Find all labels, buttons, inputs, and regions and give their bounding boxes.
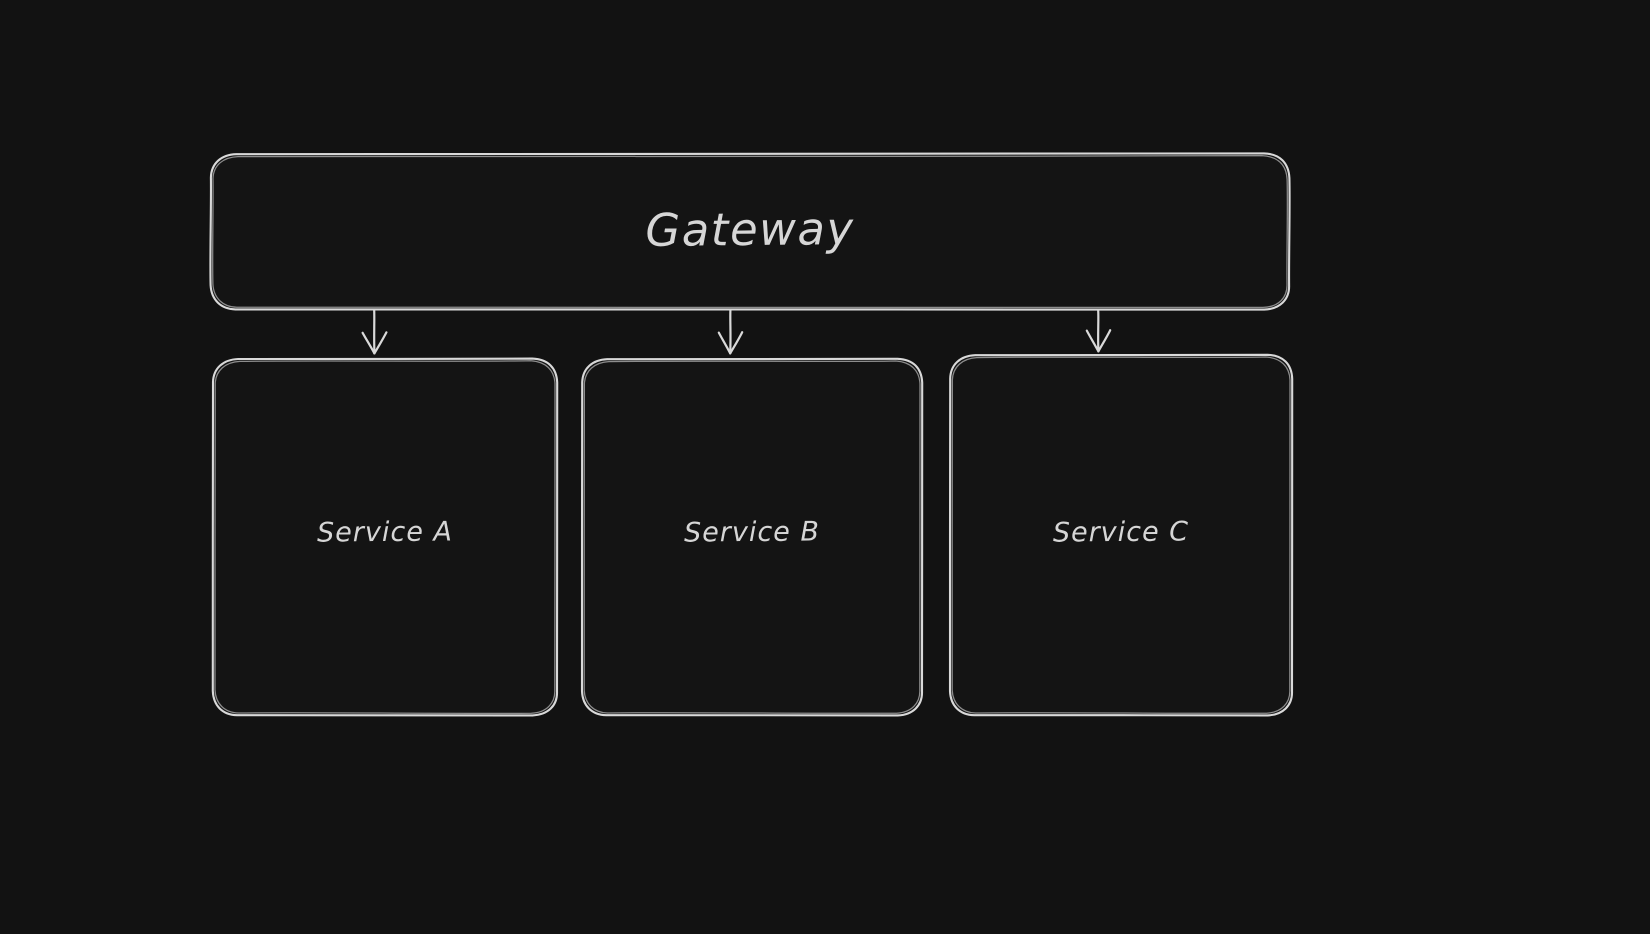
node-service-a[interactable] (211, 357, 559, 717)
node-gateway-label: Gateway (645, 202, 855, 257)
node-service-a-outline-sketch (214, 360, 556, 715)
edge-gateway-service-c-head-left (1085, 329, 1100, 353)
node-service-b[interactable] (580, 357, 924, 717)
node-gateway-outline (209, 152, 1291, 311)
node-service-c-fill (950, 354, 1292, 715)
node-service-b-fill (582, 358, 922, 715)
node-gateway-outline-sketch (212, 154, 1288, 309)
node-service-c[interactable] (948, 353, 1294, 717)
edge-gateway-service-a-head-right (373, 331, 388, 355)
node-service-b-label: Service B (683, 516, 821, 549)
node-service-a-outline (211, 357, 559, 717)
edge-gateway-service-a[interactable] (361, 309, 388, 355)
edge-gateway-service-b[interactable] (717, 309, 744, 355)
node-gateway-fill (211, 153, 1289, 309)
edge-gateway-service-b-head-left (717, 331, 732, 355)
node-gateway[interactable] (209, 152, 1291, 311)
edge-gateway-service-b-head-right (729, 331, 744, 355)
edge-gateway-service-a-head-left (361, 331, 376, 355)
node-service-a-label: Service A (316, 516, 454, 549)
edge-gateway-service-c[interactable] (1085, 309, 1112, 353)
node-service-b-outline-sketch (583, 360, 921, 714)
edge-gateway-service-c-head-right (1097, 329, 1112, 353)
node-service-a-fill (213, 358, 557, 715)
node-service-c-outline (948, 353, 1294, 717)
node-service-c-outline-sketch (951, 356, 1291, 714)
node-service-c-label: Service C (1052, 516, 1190, 549)
node-service-b-outline (580, 357, 924, 717)
